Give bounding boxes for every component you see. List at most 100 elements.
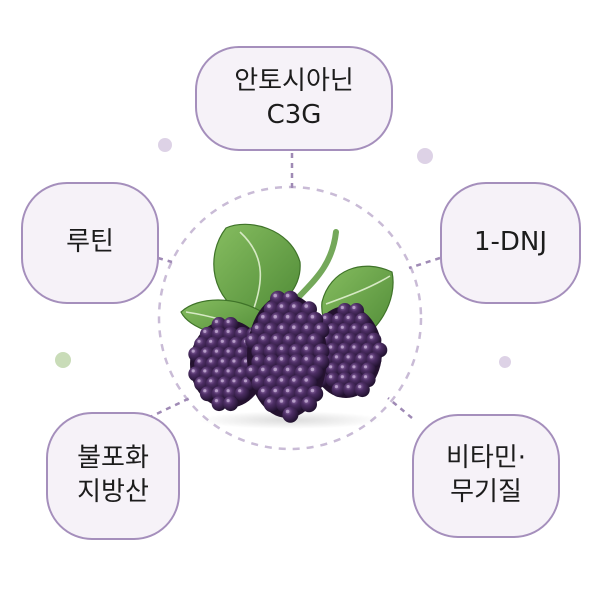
drupelet-highlight [285, 409, 290, 414]
decor-dot [55, 352, 71, 368]
drupelet-highlight [220, 359, 224, 363]
drupelet-highlight [261, 336, 265, 340]
node-unsaturated-fatty-acid: 불포화 지방산 [46, 412, 180, 540]
drupelet-highlight [352, 325, 356, 329]
drupelet-highlight [340, 365, 344, 369]
drupelet-highlight [279, 346, 284, 351]
stem-icon [293, 229, 339, 303]
drupelet-highlight [285, 388, 290, 393]
drupelet-highlight [329, 365, 333, 369]
drupelet-highlight [304, 304, 309, 308]
drupelet-highlight [214, 329, 218, 333]
drupelet-highlight [267, 304, 271, 308]
drupelet-highlight [363, 365, 368, 369]
decor-dot [417, 148, 433, 164]
drupelet-highlight [273, 293, 278, 298]
drupelet-highlight [254, 346, 259, 351]
center-ring [157, 185, 423, 451]
drupelet-highlight [220, 379, 224, 383]
drupelet-highlight [214, 369, 218, 373]
drupelet-highlight [254, 378, 259, 382]
drupelet-highlight [214, 389, 218, 393]
node-label: 지방산 [77, 477, 149, 507]
drupelet-highlight [340, 305, 344, 310]
drupelet-highlight [369, 335, 373, 339]
node-label: 루틴 [66, 227, 114, 258]
drupelet-highlight [310, 314, 315, 319]
drupelet-highlight [203, 389, 207, 393]
berry-right-icon [308, 303, 388, 398]
drupelet-highlight [226, 319, 230, 324]
drupelet-highlight [191, 349, 195, 353]
drupelet-highlight [310, 388, 315, 393]
drupelet-highlight [279, 399, 284, 403]
drupelet-highlight [298, 336, 302, 340]
node-label: 안토시아닌 [234, 65, 354, 96]
drupelet-highlight [267, 325, 271, 330]
drupelet-highlight [243, 379, 248, 383]
drupelet-highlight [232, 359, 236, 363]
drupelet-highlight [369, 355, 373, 359]
drupelet-highlight [310, 336, 315, 340]
drupelet-highlight [375, 345, 379, 349]
drupelet-highlight [298, 367, 302, 372]
drupelet-highlight [334, 355, 338, 359]
node-rutin: 루틴 [21, 182, 159, 304]
drupelet-highlight [346, 355, 350, 359]
decor-dot [499, 356, 511, 368]
drupelet-highlight [226, 369, 230, 373]
node-anthocyanin: 안토시아닌 C3G [195, 46, 393, 151]
drupelet-highlight [232, 379, 236, 383]
drupelet-highlight [346, 385, 350, 389]
drupelet-highlight [226, 329, 230, 333]
drupelet-highlight [298, 388, 302, 393]
drupelet-highlight [358, 385, 362, 389]
drupelet-highlight [304, 325, 309, 330]
node-vitamin-mineral: 비타민· 무기질 [412, 414, 560, 538]
drupelet-highlight [248, 336, 253, 340]
drupelet-highlight [329, 375, 333, 379]
drupelet-highlight [334, 335, 338, 339]
drupelet-highlight [226, 349, 230, 353]
drupelet-highlight [292, 399, 296, 403]
drupelet-highlight [358, 355, 362, 359]
drupelet-highlight [285, 293, 290, 298]
drupelet-highlight [226, 399, 230, 403]
drupelet-highlight [285, 314, 290, 319]
drupelet-highlight [292, 304, 296, 308]
drupelet-highlight [358, 315, 362, 319]
drupelet-highlight [197, 339, 201, 343]
drupelet-highlight [209, 379, 213, 383]
drupelet-highlight [254, 357, 259, 361]
drupelet-highlight [203, 329, 207, 333]
drupelet-highlight [220, 339, 224, 343]
drupelet-highlight [197, 359, 201, 363]
drupelet-highlight [267, 346, 271, 351]
node-label: 무기질 [450, 477, 522, 507]
drupelet-highlight [191, 369, 195, 373]
node-label: 1-DNJ [473, 227, 548, 258]
drupelet-highlight [316, 325, 321, 330]
drupelet-highlight [316, 357, 321, 361]
drupelet-highlight [279, 378, 284, 382]
drupelet-highlight [285, 367, 290, 372]
connector-right [408, 256, 441, 270]
drupelet-highlight [292, 346, 296, 351]
drupelet-highlight [352, 305, 356, 310]
drupelet-highlight [304, 346, 309, 351]
drupelet-highlight [238, 349, 242, 353]
drupelet-highlight [261, 367, 265, 372]
drupelet-highlight [248, 367, 253, 372]
drupelet-highlight [273, 336, 278, 340]
drupelet-highlight [209, 339, 213, 343]
drupelet-highlight [346, 335, 350, 339]
drupelet-highlight [279, 325, 284, 330]
drupelet-highlight [363, 375, 368, 379]
drupelet-highlight [304, 357, 309, 361]
drupelet-highlight [340, 325, 344, 329]
drupelet-highlight [209, 359, 213, 363]
drupelet [282, 406, 299, 423]
drupelet-highlight [273, 388, 278, 393]
drupelet-highlight [226, 389, 230, 393]
